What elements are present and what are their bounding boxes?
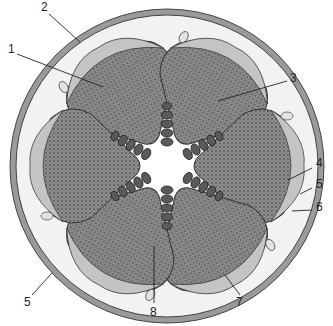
callout-number: 7 (236, 296, 243, 309)
callout-number: 5 (24, 296, 31, 309)
callout-number: 2 (41, 1, 48, 14)
leader-lines (17, 14, 312, 303)
callout-number: 4 (316, 157, 323, 170)
callout-number: 1 (8, 43, 15, 56)
callout-number: 5 (316, 178, 323, 191)
callout-number: 8 (150, 306, 157, 319)
callout-number: 6 (316, 201, 323, 214)
callout-number: 3 (290, 72, 297, 85)
